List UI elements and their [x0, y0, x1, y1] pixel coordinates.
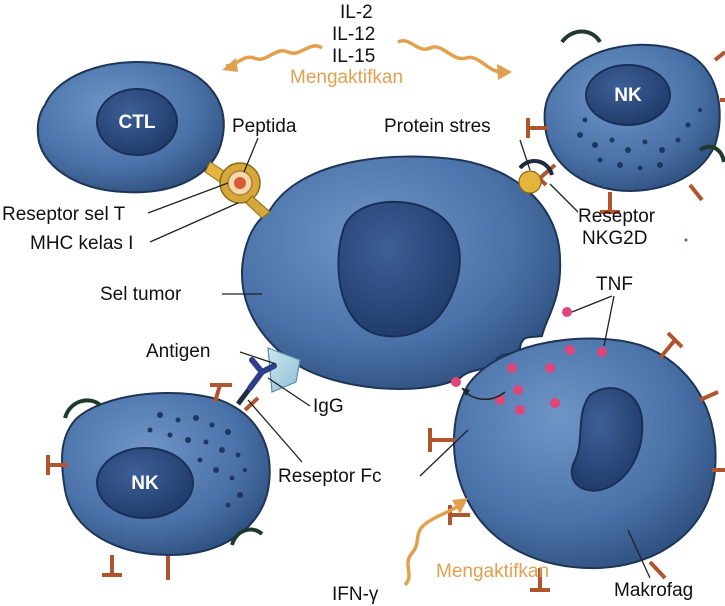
- stray-dot: [685, 239, 688, 242]
- t-cell-receptor-label: Reseptor sel T: [2, 204, 126, 225]
- peptide-dot: [234, 177, 246, 189]
- mhc-class-1-label: MHC kelas I: [30, 233, 133, 254]
- il2-label: IL-2: [340, 2, 373, 23]
- activation-arrow-top-right: [398, 41, 512, 80]
- stress-protein-label: Protein stres: [384, 116, 491, 137]
- nk-top-arc-receptor: [562, 32, 600, 43]
- stress-protein: [519, 171, 541, 193]
- mhc-stalk: [246, 196, 270, 218]
- tnf-leader-1: [572, 296, 612, 312]
- nk-bottom-label: NK: [131, 473, 159, 494]
- igg-label: IgG: [313, 396, 344, 417]
- ctl-label: CTL: [119, 112, 156, 133]
- il12-label: IL-12: [332, 24, 375, 45]
- mhc-leader: [150, 203, 238, 242]
- ctl-cell: CTL: [38, 62, 232, 192]
- activate-top-label: Mengaktifkan: [290, 67, 403, 88]
- nkg2d-label-line1: Reseptor: [578, 206, 656, 227]
- nk-bottom-cell: NK: [48, 360, 274, 580]
- tumor-cell-label: Sel tumor: [100, 284, 182, 305]
- fc-receptor-label: Reseptor Fc: [278, 466, 381, 487]
- antigen-label: Antigen: [146, 341, 210, 362]
- ifn-gamma-label: IFN-γ: [332, 584, 379, 605]
- activate-bottom-label: Mengaktifkan: [436, 561, 549, 582]
- nk-top-cell: NK: [519, 32, 725, 213]
- nkg2d-label-line2: NKG2D: [582, 228, 647, 249]
- nk-top-label: NK: [614, 85, 642, 106]
- peptide-label: Peptida: [232, 116, 297, 137]
- macrophage-label: Makrofag: [614, 580, 693, 601]
- il15-label: IL-15: [332, 46, 375, 67]
- nkg2d-leader: [550, 184, 578, 212]
- tnf-label: TNF: [596, 274, 633, 295]
